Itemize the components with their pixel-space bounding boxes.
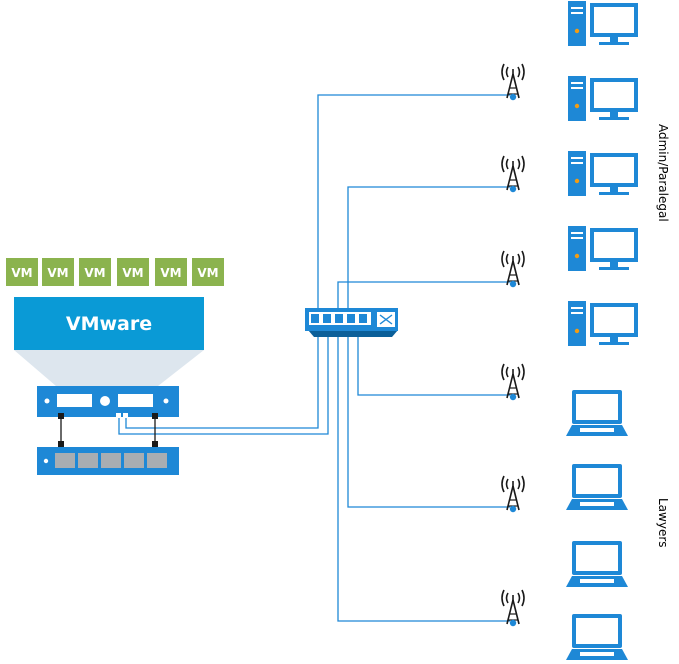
desktop-computer-icon <box>568 1 638 46</box>
vm-label: VM <box>11 266 32 280</box>
cable-ap-1 <box>317 94 510 316</box>
network-switch-icon <box>305 308 398 337</box>
cable-ap-2 <box>347 186 510 316</box>
cable-server-1 <box>125 330 319 429</box>
storage-array-icon <box>37 447 179 475</box>
vmware-block: VMware <box>14 297 204 386</box>
cables <box>118 94 510 622</box>
laptop-icon <box>566 614 628 660</box>
admin-paralegal-label: Admin/Paralegal <box>656 124 670 222</box>
laptop-icon <box>566 541 628 587</box>
vm-label: VM <box>84 266 105 280</box>
vm-box-1: VM <box>6 258 38 286</box>
lawyers-label: Lawyers <box>656 498 670 548</box>
laptop-icon <box>566 464 628 510</box>
laptop-icon <box>566 390 628 436</box>
vm-box-4: VM <box>117 258 149 286</box>
cable-ap-6 <box>337 330 510 622</box>
desktop-computer-icon <box>568 301 638 346</box>
cable-ap-3 <box>337 281 510 316</box>
server-icon <box>37 386 179 417</box>
desktop-computer-icon <box>568 76 638 121</box>
lawyer-laptops <box>566 390 628 660</box>
vm-label: VM <box>160 266 181 280</box>
admin-desktops <box>568 1 638 346</box>
cable-server-2 <box>118 330 329 435</box>
vm-label: VM <box>122 266 143 280</box>
cable-ap-5 <box>347 330 510 508</box>
desktop-computer-icon <box>568 151 638 196</box>
desktop-computer-icon <box>568 226 638 271</box>
vm-row: VM VM VM VM VM VM <box>6 258 224 286</box>
projection-shade <box>14 350 204 386</box>
vm-label: VM <box>197 266 218 280</box>
vm-box-6: VM <box>192 258 224 286</box>
vm-box-5: VM <box>155 258 187 286</box>
vmware-label: VMware <box>66 313 152 335</box>
vm-box-3: VM <box>79 258 111 286</box>
vm-box-2: VM <box>42 258 74 286</box>
access-points <box>501 63 525 628</box>
server-storage-links <box>58 413 158 447</box>
vm-label: VM <box>47 266 68 280</box>
cable-ap-4 <box>357 330 510 396</box>
